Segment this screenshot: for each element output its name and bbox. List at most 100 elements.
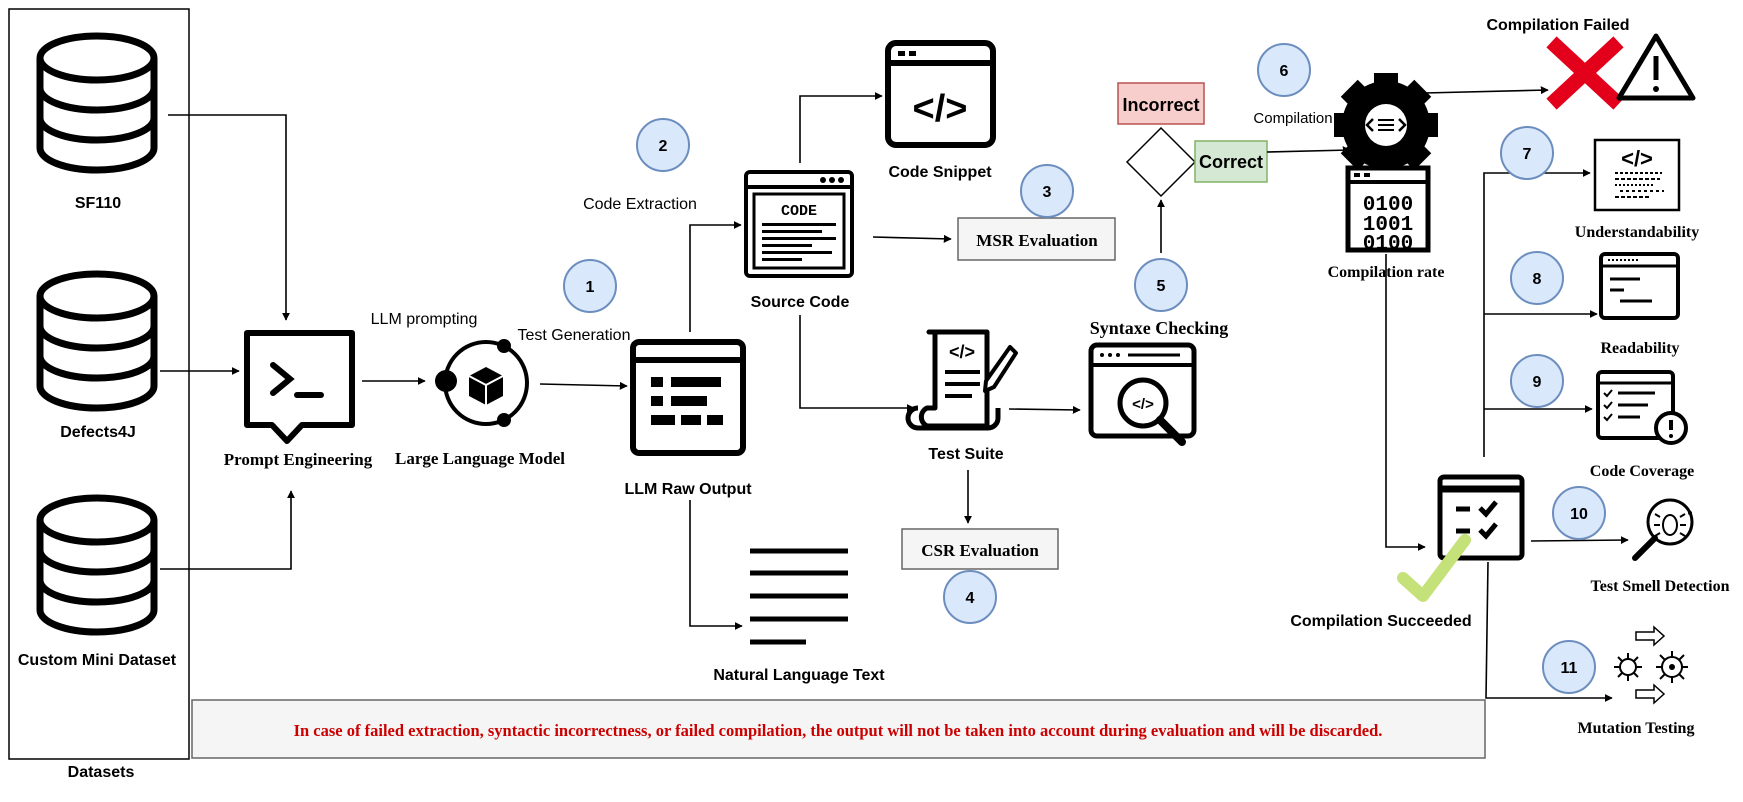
success-check-icon: [1397, 534, 1471, 602]
csr-evaluation-label: CSR Evaluation: [921, 541, 1039, 560]
code-badge-text: CODE: [781, 203, 817, 220]
test-suite-glyph: </>: [949, 342, 975, 362]
step-marker-1: 1: [563, 259, 617, 313]
checklist-icon: [1437, 474, 1525, 561]
dataset-sf110-label: SF110: [75, 195, 121, 212]
step-marker-8: 8: [1510, 251, 1564, 305]
large-language-model-label: Large Language Model: [395, 449, 565, 468]
arrow-to-test-smell: [1530, 536, 1629, 545]
connectors: [160, 86, 1629, 702]
database-icon: [36, 494, 158, 636]
understandability-label: Understandability: [1575, 224, 1699, 241]
step-marker-9: 9: [1510, 354, 1564, 408]
compilation-failed-label: Compilation Failed: [1486, 17, 1629, 34]
mutation-virus-icon: [1614, 625, 1688, 705]
syntax-check-magnifier-icon: </>: [1088, 342, 1197, 446]
svg-text:</>: </>: [1132, 396, 1154, 413]
svg-text:7: 7: [1523, 146, 1532, 163]
compilation-label: Compilation: [1253, 110, 1332, 127]
arrow-sf110-to-prompt: [168, 114, 290, 321]
terminal-prompt-icon: [244, 330, 355, 444]
arrow-custom-to-prompt: [160, 490, 295, 570]
raw-output-icon: [630, 339, 746, 456]
step-marker-7: 7: [1500, 126, 1554, 180]
decision-diamond: [1125, 126, 1197, 198]
llm-prompting-label: LLM prompting: [371, 311, 478, 328]
step-marker-10: 10: [1552, 486, 1606, 540]
readability-label: Readability: [1600, 340, 1679, 357]
prompt-engineering-label: Prompt Engineering: [224, 450, 373, 469]
understandability-glyph: </>: [1621, 146, 1653, 171]
arrow-testsuite-to-syntax: [1008, 405, 1081, 414]
svg-text:10: 10: [1570, 506, 1588, 523]
arrow-to-understandability: [1483, 169, 1591, 457]
binary-window-icon: 0100 1001 0100: [1345, 165, 1431, 256]
bug-magnifier-icon: [1632, 498, 1694, 561]
svg-text:6: 6: [1280, 63, 1289, 80]
incorrect-box: [1117, 82, 1205, 125]
csr-evaluation-box: [901, 528, 1059, 570]
arrow-output-to-source: [689, 221, 742, 332]
svg-text:1: 1: [586, 279, 595, 296]
readability-doc-icon: [1599, 252, 1680, 320]
svg-text:2: 2: [659, 138, 668, 155]
test-generation-label: Test Generation: [518, 327, 631, 344]
understandability-code-icon: </>: [1593, 138, 1681, 212]
svg-text:4: 4: [966, 590, 975, 607]
compilation-gear-icon: [1334, 73, 1438, 177]
database-icon: [36, 32, 158, 174]
text-lines-icon: [750, 548, 848, 645]
arrow-correct-to-compile: [1266, 146, 1351, 155]
step-marker-5: 5: [1134, 258, 1188, 312]
mutation-testing-label: Mutation Testing: [1578, 720, 1695, 737]
arrow-compile-to-failed: [1423, 86, 1549, 95]
test-suite-label: Test Suite: [928, 446, 1003, 463]
svg-text:11: 11: [1561, 660, 1578, 677]
svg-text:9: 9: [1533, 374, 1542, 391]
source-code-icon: CODE: [744, 170, 854, 278]
compilation-succeeded-label: Compilation Succeeded: [1290, 613, 1471, 630]
binary-line-1: 0100: [1363, 194, 1413, 217]
arrow-source-to-msr: [872, 234, 952, 243]
test-suite-scroll-icon: </>: [905, 329, 1018, 431]
dataset-defects4j-label: Defects4J: [60, 424, 136, 441]
svg-text:3: 3: [1043, 184, 1052, 201]
msr-evaluation-box: [957, 217, 1116, 261]
code-snippet-glyph: </>: [913, 88, 968, 130]
step-marker-3: 3: [1020, 164, 1074, 218]
code-coverage-label: Code Coverage: [1590, 463, 1694, 480]
llm-raw-output-label: LLM Raw Output: [624, 481, 752, 498]
natural-language-text-label: Natural Language Text: [713, 667, 885, 684]
code-snippet-label: Code Snippet: [888, 164, 992, 181]
failure-x-icon: [1546, 36, 1624, 110]
warning-triangle-icon: [1616, 33, 1696, 101]
syntaxe-checking-label: Syntaxe Checking: [1090, 318, 1229, 338]
llm-cube-icon: [435, 339, 529, 427]
incorrect-label: Incorrect: [1122, 95, 1199, 115]
code-snippet-icon: </>: [885, 40, 996, 148]
arrow-source-to-testsuite: [799, 315, 915, 412]
step-marker-2: 2: [636, 118, 690, 172]
correct-label: Correct: [1199, 152, 1263, 172]
discard-note-text: In case of failed extraction, syntactic …: [294, 721, 1383, 740]
step-marker-11: 11: [1542, 640, 1596, 694]
code-extraction-label: Code Extraction: [583, 196, 697, 213]
binary-line-2: 1001: [1363, 214, 1413, 237]
arrow-source-to-snippet: [799, 92, 883, 163]
step-marker-6: 6: [1257, 43, 1311, 97]
step-markers: 1 2 3 4 5 6 7 8 9 10 11: [563, 43, 1606, 694]
database-icon: [36, 270, 158, 412]
dataset-custom-label: Custom Mini Dataset: [18, 652, 177, 669]
msr-evaluation-label: MSR Evaluation: [976, 231, 1098, 250]
code-coverage-icon: [1596, 370, 1688, 445]
datasets-label: Datasets: [68, 764, 135, 781]
svg-text:5: 5: [1157, 278, 1166, 295]
arrow-to-mutation: [1485, 561, 1613, 702]
arrow-output-to-text: [689, 500, 743, 630]
test-smell-detection-label: Test Smell Detection: [1591, 578, 1730, 595]
arrow-llm-to-output: [539, 381, 628, 390]
correct-box: [1194, 140, 1268, 183]
binary-line-3: 0100: [1363, 233, 1413, 256]
